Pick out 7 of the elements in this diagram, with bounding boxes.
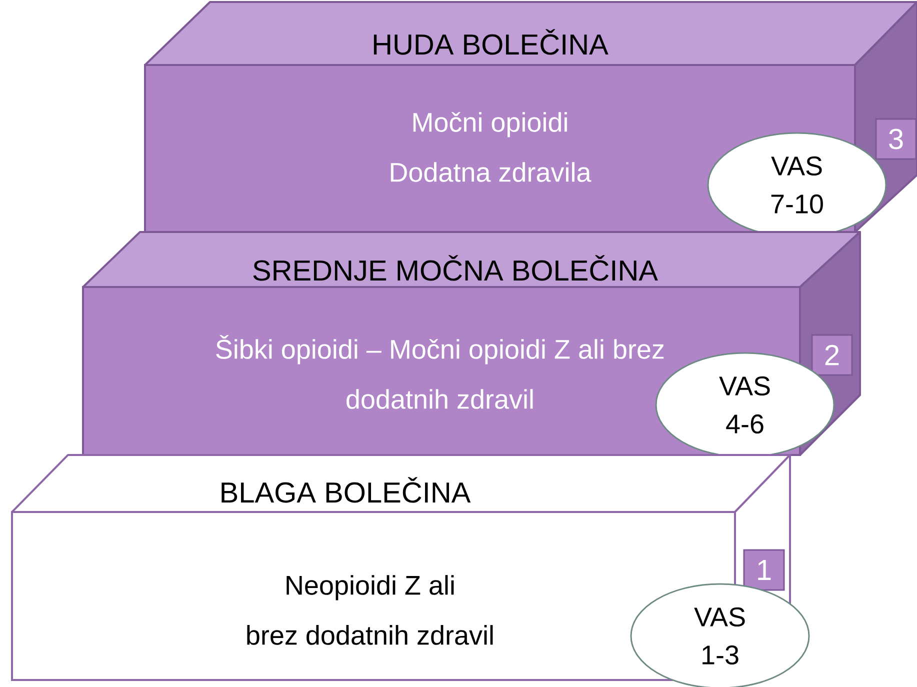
step-number-box: 2	[811, 334, 853, 376]
node-label: HUDA BOLEČINA	[374, 29, 608, 55]
step-number-box: 3	[875, 118, 917, 160]
node-label: SREDNJE MOČNA BOLEČINA	[253, 255, 658, 281]
node-label: VAS 1-3	[694, 607, 745, 665]
step-number-box: 1	[743, 549, 785, 591]
node-label: BLAGA BOLEČINA	[222, 477, 471, 503]
